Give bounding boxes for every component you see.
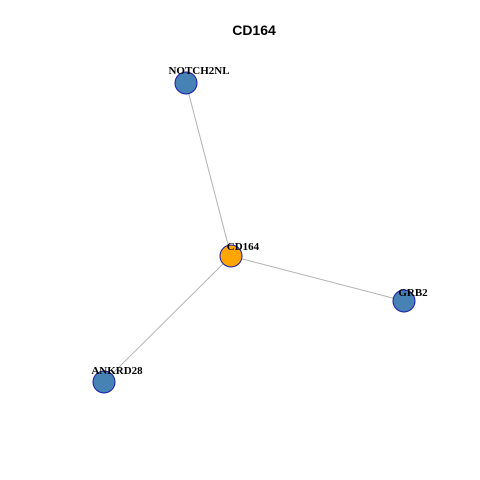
node-label-ankrd28: ANKRD28 [91, 365, 143, 377]
diagram-title: CD164 [232, 22, 276, 38]
node-cd164 [219, 244, 243, 268]
node-ankrd28 [92, 370, 116, 394]
edge-cd164-grb2 [230, 255, 405, 302]
node-notch2nl [174, 71, 198, 95]
edges-layer [103, 82, 405, 383]
node-grb2 [392, 289, 416, 313]
edge-cd164-ankrd28 [103, 255, 232, 383]
edge-cd164-notch2nl [185, 82, 232, 257]
node-label-grb2: GRB2 [398, 287, 428, 299]
node-label-cd164: CD164 [227, 241, 260, 253]
nodes-layer [92, 71, 416, 394]
node-label-notch2nl: NOTCH2NL [168, 65, 229, 77]
